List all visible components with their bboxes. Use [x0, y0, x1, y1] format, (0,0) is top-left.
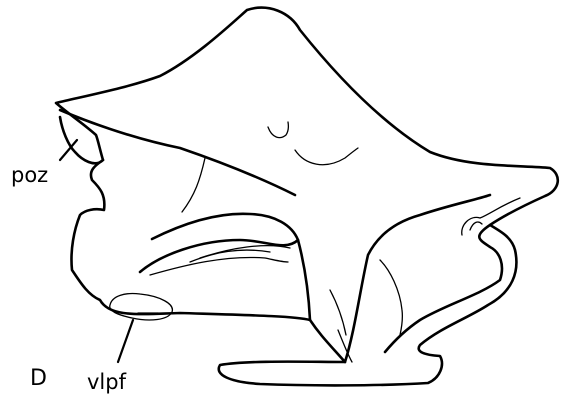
lamina-line-4 — [190, 250, 270, 262]
lamina-line-1 — [182, 158, 205, 212]
transverse-process-inner — [385, 225, 502, 352]
process-inner-hook — [470, 222, 482, 230]
lamina-line-3 — [150, 257, 288, 275]
label-poz: poz — [11, 163, 48, 187]
body-arc — [380, 260, 402, 335]
vlpf-ellipse — [110, 293, 173, 320]
lamina-ridge — [152, 214, 298, 240]
label-vlpf: vlpf — [87, 370, 127, 394]
vlpf-leader — [118, 320, 133, 362]
spine-curve-2 — [268, 122, 288, 138]
lamina-line-2 — [200, 246, 290, 258]
panel-letter: D — [30, 366, 47, 391]
spine-curve-1 — [295, 148, 358, 165]
fossa-inner-line — [330, 290, 346, 335]
